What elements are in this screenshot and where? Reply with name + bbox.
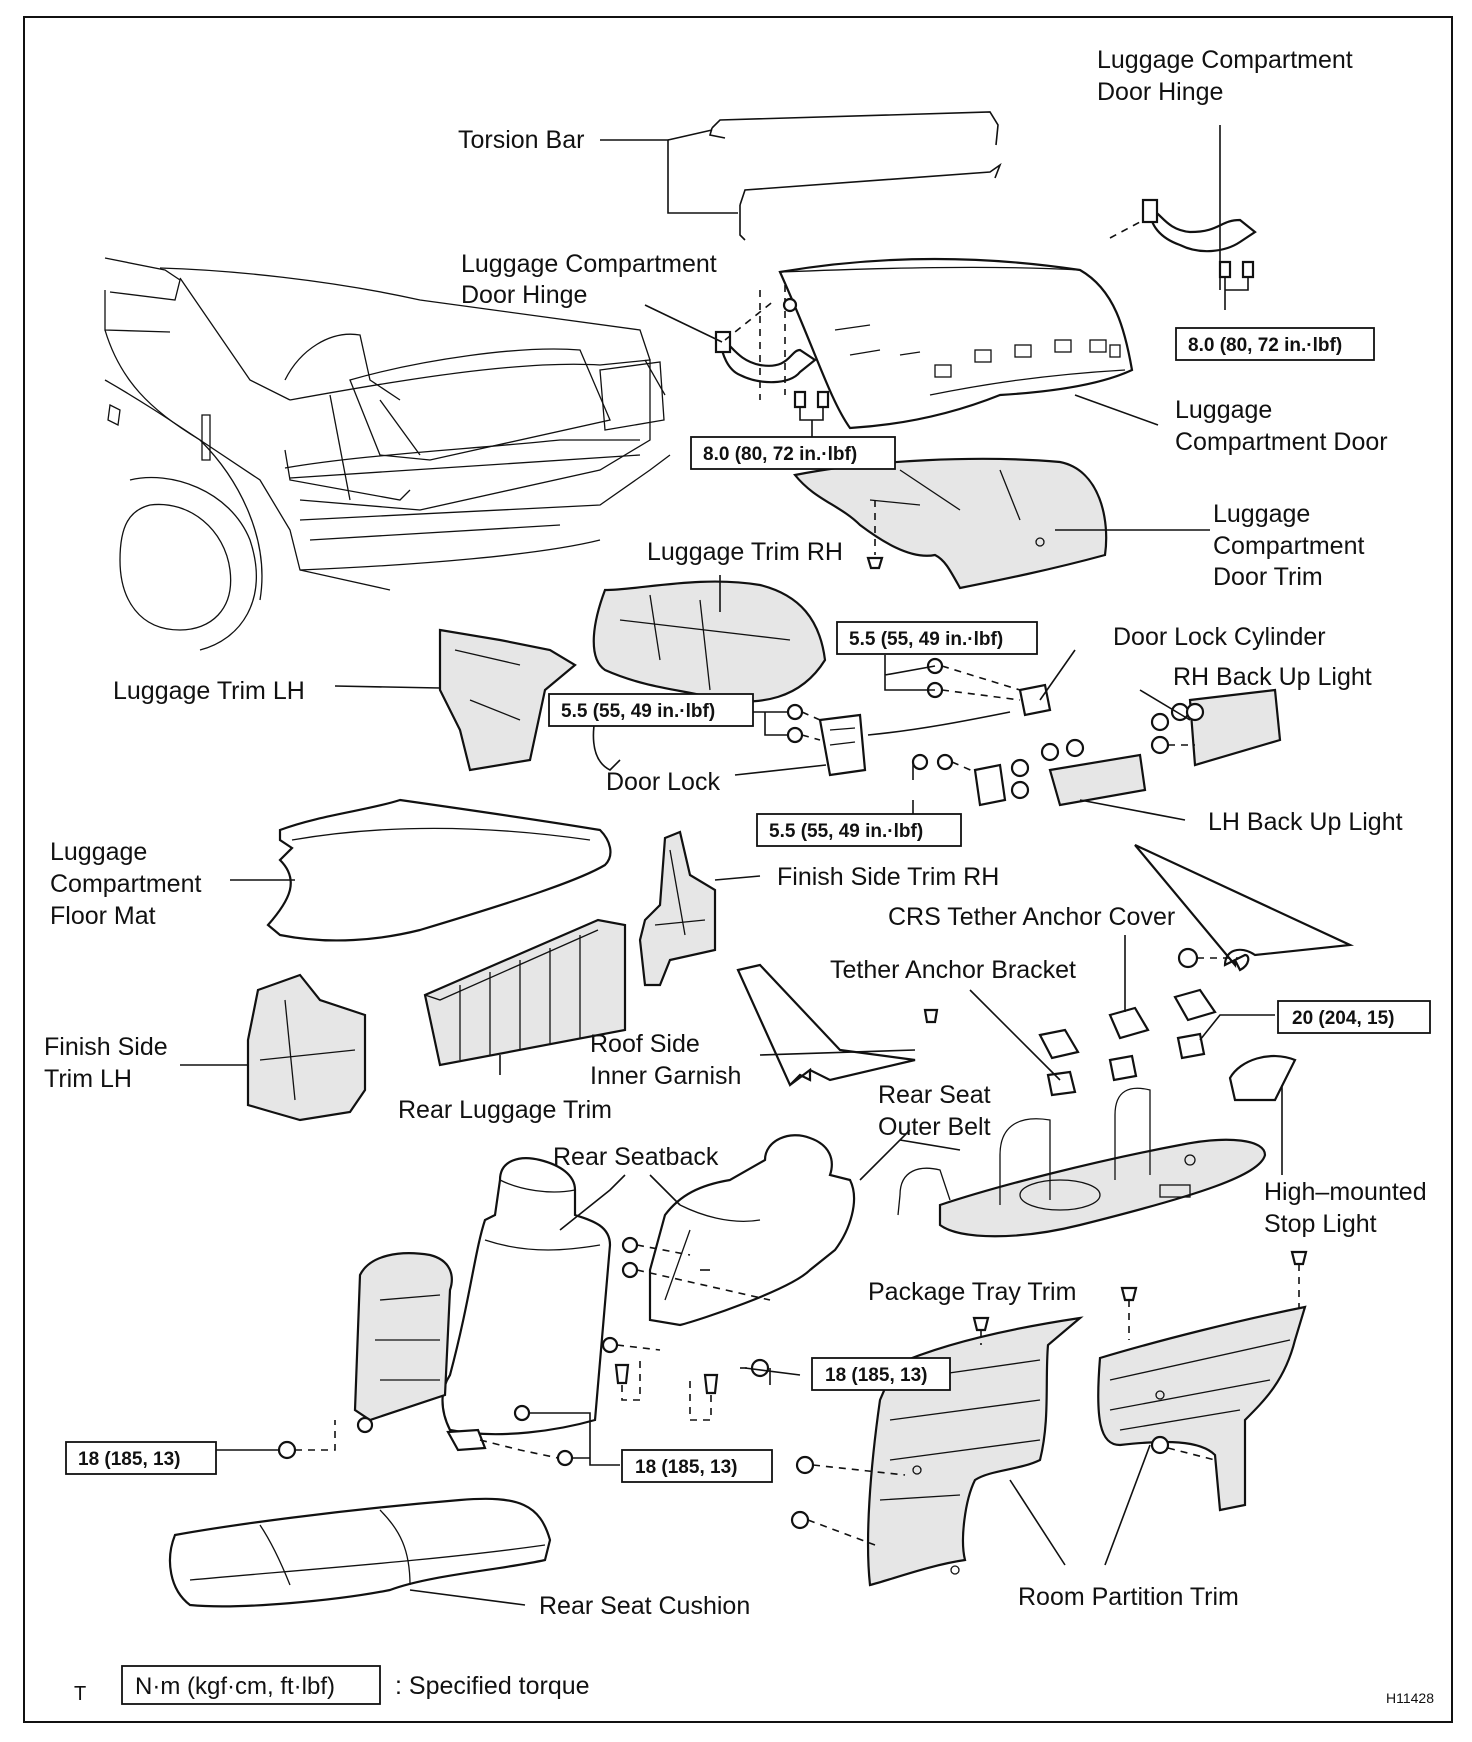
torque-seatback: 18 (185, 13) [825, 1365, 927, 1386]
tether-anchor-brackets [1046, 1032, 1206, 1097]
label-rh-back-up-light: RH Back Up Light [1173, 663, 1372, 691]
hinge-right [1109, 198, 1257, 310]
legend-unit-box [121, 1665, 381, 1705]
label-finish-side-trim-lh-line1: Finish Side [44, 1033, 168, 1061]
rear-seatback-left-part [441, 1157, 612, 1436]
label-room-partition-trim: Room Partition Trim [1018, 1583, 1239, 1611]
label-lh-back-up-light: LH Back Up Light [1208, 808, 1403, 836]
torque-box-lock-cylinder [836, 621, 1038, 655]
package-tray-part [897, 1087, 1267, 1238]
luggage-trim-lh-part [438, 628, 577, 772]
torque-hinge-right: 8.0 (80, 72 in.·lbf) [1188, 335, 1342, 356]
torque-cushion-left: 18 (185, 13) [78, 1449, 180, 1470]
luggage-compartment-door [778, 257, 1134, 430]
torque-box-hinge-right [1175, 327, 1375, 361]
label-door-trim-line1: Luggage [1213, 500, 1310, 528]
legend-meaning: : Specified torque [395, 1672, 590, 1700]
torque-box-cushion-left [65, 1441, 217, 1475]
label-outer-belt-line1: Rear Seat [878, 1081, 991, 1109]
torque-tether: 20 (204, 15) [1292, 1008, 1394, 1029]
label-finish-side-trim-rh: Finish Side Trim RH [777, 863, 999, 891]
torque-back-up-light: 5.5 (55, 49 in.·lbf) [769, 821, 923, 842]
leader-lines [180, 125, 1283, 1606]
torque-lock-cylinder: 5.5 (55, 49 in.·lbf) [849, 629, 1003, 650]
torque-specs: 8.0 (80, 72 in.·lbf) 8.0 (80, 72 in.·lbf… [65, 327, 1431, 1483]
torque-box-tether [1277, 1000, 1431, 1034]
label-floor-mat-line1: Luggage [50, 838, 147, 866]
diagram-frame [23, 16, 1453, 1723]
label-stop-light-line1: High–mounted [1264, 1178, 1427, 1206]
label-door-trim-line2: Compartment [1213, 532, 1364, 560]
label-rear-luggage-trim: Rear Luggage Trim [398, 1096, 612, 1124]
label-outer-belt-line2: Outer Belt [878, 1113, 991, 1141]
label-hinge-rh-line1: Luggage Compartment [1097, 46, 1353, 74]
legend-unit: N·m (kgf·cm, ft·lbf) [135, 1673, 335, 1700]
torque-box-door-lock [548, 693, 754, 727]
label-hinge-rh-line2: Door Hinge [1097, 78, 1223, 106]
lh-back-up-light-part [911, 738, 1147, 807]
label-door-line1: Luggage [1175, 396, 1272, 424]
label-roof-side-garnish-line2: Inner Garnish [590, 1062, 741, 1090]
label-hinge-lh-line2: Door Hinge [461, 281, 587, 309]
rear-window-trim-part [1134, 844, 1355, 972]
torque-door-lock: 5.5 (55, 49 in.·lbf) [561, 701, 715, 722]
rh-back-up-light-part [1150, 688, 1282, 767]
label-package-tray-trim: Package Tray Trim [868, 1278, 1076, 1306]
label-door-trim-line3: Door Trim [1213, 563, 1323, 591]
rear-luggage-trim-part [423, 918, 627, 1067]
crs-tether-anchor-covers [1038, 988, 1217, 1060]
finish-side-trim-rh-part [638, 830, 717, 987]
torsion-bars [600, 111, 1002, 241]
label-torsion-bar: Torsion Bar [458, 126, 584, 154]
legend-mark: T [74, 1683, 86, 1705]
torque-box-seatback [811, 1357, 951, 1391]
torque-box-hinge-left [690, 436, 896, 470]
seatback-fasteners [277, 1236, 771, 1467]
torque-cushion-mid: 18 (185, 13) [635, 1457, 737, 1478]
hinge-left [714, 285, 830, 437]
label-rear-seat-cushion: Rear Seat Cushion [539, 1592, 750, 1620]
torque-box-back-up-light [756, 813, 962, 847]
car-body-illustration [104, 257, 671, 651]
label-floor-mat-line3: Floor Mat [50, 902, 156, 930]
rear-seat-cushion-part [168, 1497, 552, 1608]
label-door-lock: Door Lock [606, 768, 720, 796]
figure-code: H11428 [1386, 1690, 1434, 1706]
label-rear-seatback: Rear Seatback [553, 1143, 719, 1171]
label-roof-side-garnish-line1: Roof Side [590, 1030, 700, 1058]
label-finish-side-trim-lh-line2: Trim LH [44, 1065, 132, 1093]
partition-trim-fasteners [790, 1286, 1216, 1546]
label-luggage-trim-lh: Luggage Trim LH [113, 677, 305, 705]
torque-box-cushion-mid [621, 1449, 773, 1483]
high-mounted-stop-light-part [1228, 1055, 1308, 1310]
label-luggage-trim-rh: Luggage Trim RH [647, 538, 843, 566]
room-partition-trim-right-part [1097, 1305, 1307, 1512]
door-lock-cylinder-part [926, 657, 1052, 717]
floor-mat-part [266, 798, 612, 942]
part-labels: Torsion Bar Luggage Compartment Door Hin… [44, 46, 1427, 1620]
label-hinge-lh-line1: Luggage Compartment [461, 250, 717, 278]
luggage-trim-rh-part [592, 580, 827, 703]
finish-side-trim-lh-part [246, 973, 367, 1122]
label-crs-tether-anchor-cover: CRS Tether Anchor Cover [888, 903, 1175, 931]
label-tether-anchor-bracket: Tether Anchor Bracket [830, 956, 1076, 984]
door-trim-part [793, 457, 1108, 590]
torque-hinge-left: 8.0 (80, 72 in.·lbf) [703, 444, 857, 465]
torque-legend: T N·m (kgf·cm, ft·lbf) : Specified torqu… [74, 1665, 1434, 1706]
label-stop-light-line2: Stop Light [1264, 1210, 1377, 1238]
seat-side-panel-part [353, 1252, 453, 1422]
door-lock-part [592, 699, 1011, 777]
label-floor-mat-line2: Compartment [50, 870, 201, 898]
rear-seatback-right-part [648, 1134, 855, 1327]
label-door-lock-cylinder: Door Lock Cylinder [1113, 623, 1326, 651]
label-door-line2: Compartment Door [1175, 428, 1388, 456]
